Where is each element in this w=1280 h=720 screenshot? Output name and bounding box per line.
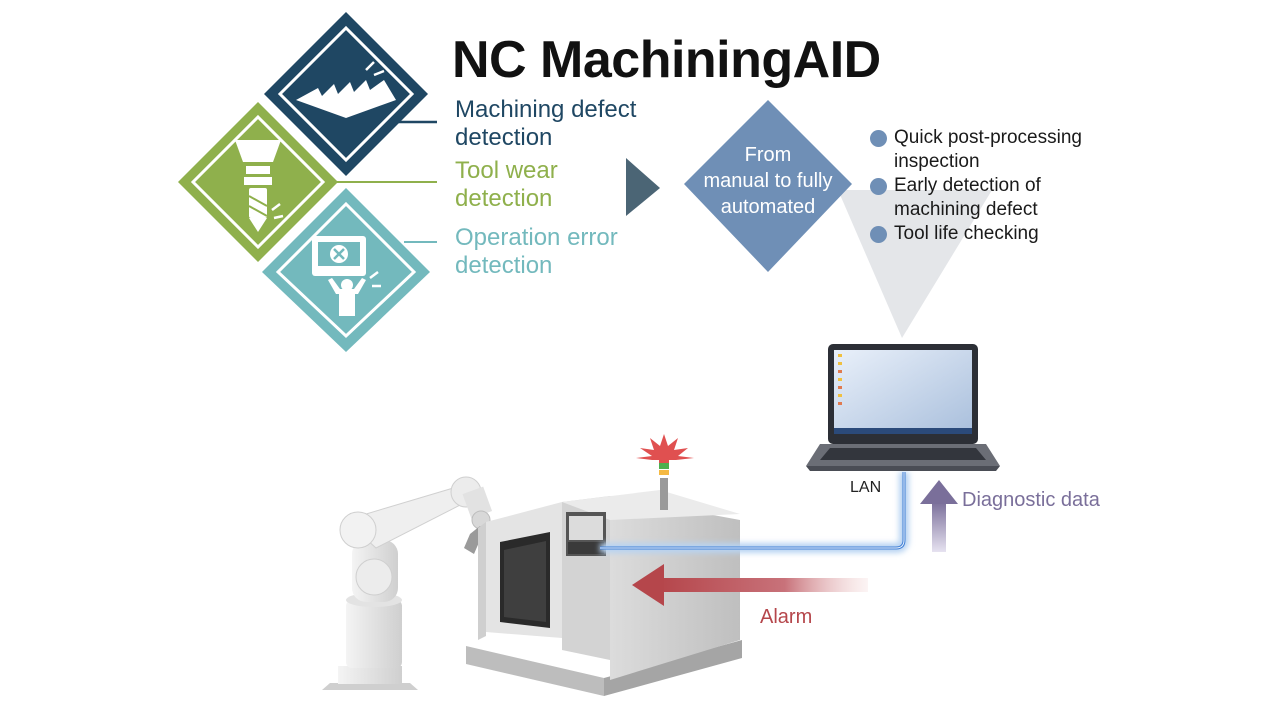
operation-error-diamond: [262, 188, 430, 352]
category-label-line2: detection: [455, 185, 553, 212]
alarm-arrow: [632, 564, 868, 606]
lan-label: LAN: [850, 479, 882, 496]
category-operation-error: Operation error detection: [455, 224, 618, 280]
transition-line1: From: [744, 144, 792, 166]
category-label-line1: Machining defect: [455, 96, 637, 123]
machining-defect-icon: [296, 61, 396, 118]
benefit-item: Early detection of machining defect: [868, 174, 1082, 222]
transition-line2: manual to fully: [703, 170, 833, 192]
benefit-line1: Tool life checking: [894, 223, 1039, 244]
operation-error-icon: [312, 236, 381, 316]
category-label-line2: detection: [455, 252, 553, 279]
alarm-label: Alarm: [760, 606, 813, 628]
benefit-line2: inspection: [894, 151, 980, 172]
benefit-item: Tool life checking: [868, 222, 1082, 246]
transition-arrow: [626, 158, 660, 216]
transition-diamond: [684, 100, 852, 272]
diagnostic-data-label: Diagnostic data: [962, 489, 1100, 511]
bullet-dot-icon: [870, 178, 887, 195]
category-label-line1: Operation error: [455, 224, 618, 251]
category-machining-defect: Machining defect detection: [455, 96, 636, 152]
category-tool-wear: Tool wear detection: [455, 157, 558, 213]
benefit-line2: machining defect: [894, 199, 1038, 220]
robot-arm: [322, 476, 498, 690]
transition-line3: automated: [720, 196, 816, 218]
bullet-dot-icon: [870, 226, 887, 243]
tool-wear-diamond: [178, 102, 338, 262]
lan-cable: [600, 472, 909, 553]
tool-wear-icon: [235, 140, 284, 232]
category-label-line1: Tool wear: [455, 157, 558, 184]
laptop: [806, 344, 1000, 471]
machining-defect-diamond: [264, 12, 428, 176]
product-title: NC MachiningAID: [452, 31, 881, 89]
benefit-line1: Early detection of: [894, 175, 1041, 196]
benefits-list: Quick post-processing inspection Early d…: [868, 126, 1082, 246]
alarm-light-flash: [636, 434, 694, 460]
benefit-item: Quick post-processing inspection: [868, 126, 1082, 174]
transition-label: From manual to fully automated: [690, 142, 846, 220]
cnc-machine: [466, 434, 742, 696]
diagnostic-data-arrow: [920, 480, 958, 552]
category-label-line2: detection: [455, 124, 553, 151]
bullet-dot-icon: [870, 130, 887, 147]
benefit-line1: Quick post-processing: [894, 127, 1082, 148]
